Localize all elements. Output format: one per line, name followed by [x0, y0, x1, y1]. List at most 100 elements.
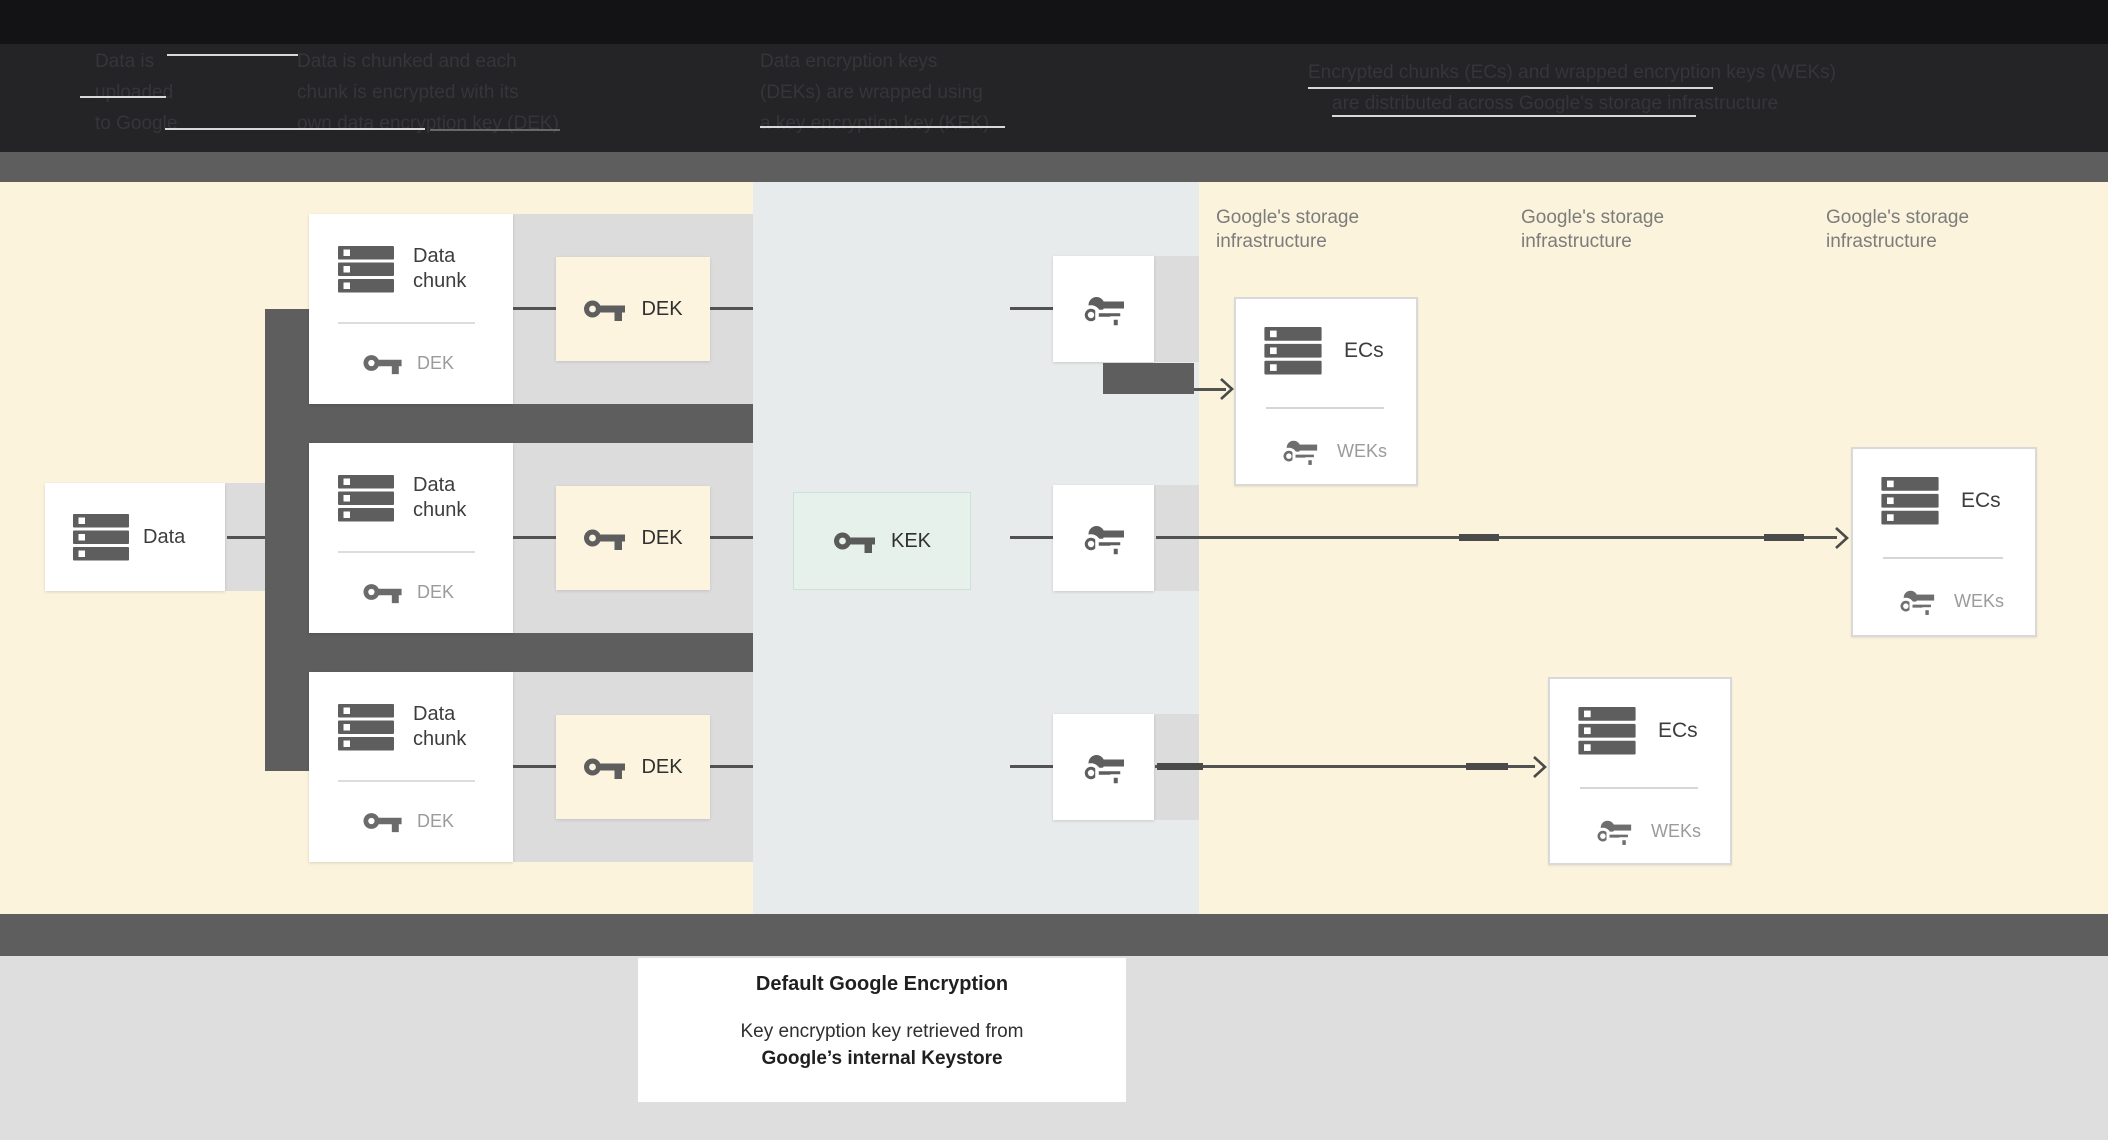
- dek-box-label: DEK: [641, 755, 683, 778]
- header-top-strip: [0, 0, 2108, 44]
- step-caption-3: Data encryption keys (DEKs) are wrapped …: [760, 46, 989, 139]
- fanout-band-1: [265, 404, 753, 443]
- data-box-label: Data: [143, 525, 186, 548]
- step-caption-4: Encrypted chunks (ECs) and wrapped encry…: [1308, 58, 1836, 120]
- chunk-title: Data chunk: [413, 474, 467, 521]
- caption-box: Default Google Encryption Key encryption…: [638, 958, 1126, 1102]
- chunk-title: Data chunk: [413, 245, 467, 292]
- step1-line1: Data is: [95, 51, 155, 72]
- key-icon: [363, 355, 402, 375]
- step2-line2: chunk is encrypted with its: [297, 82, 519, 103]
- key-icon: [584, 300, 626, 321]
- right-arrowhead: [1220, 378, 1234, 400]
- server-stack-icon: [338, 474, 394, 521]
- bottom-divider-bar: [0, 914, 2108, 956]
- step4-line1: Encrypted chunks (ECs) and wrapped encry…: [1308, 62, 1836, 83]
- key-icon: [584, 758, 626, 779]
- step-caption-2: Data is chunked and each chunk is encryp…: [297, 46, 559, 139]
- dek-box-label: DEK: [641, 297, 683, 320]
- right-arrowhead: [1533, 756, 1547, 778]
- underline-artifact: [760, 126, 1005, 128]
- server-stack-icon: [1264, 327, 1322, 375]
- data-box: Data: [45, 483, 225, 591]
- weks-label: WEKs: [1954, 590, 2005, 611]
- wrap1-band: [1154, 256, 1199, 362]
- connector-in-wrap3: [1010, 765, 1054, 768]
- connector-chunk3-dek3: [513, 765, 557, 768]
- data-chunk-box-1: Data chunk DEK: [309, 214, 513, 404]
- storage-label-1: Google's storage infrastructure: [1216, 207, 1360, 252]
- weks-label: WEKs: [1651, 820, 1702, 841]
- ecs-box-1: ECs WEKs: [1234, 297, 1418, 486]
- chunk-title: Data chunk: [413, 703, 467, 750]
- underline-artifact: [80, 96, 166, 98]
- arrow1-line: [1194, 388, 1226, 391]
- key-icon: [584, 529, 626, 550]
- key-icon: [363, 584, 402, 604]
- ecs-box-3: ECs WEKs: [1548, 677, 1732, 865]
- server-stack-icon: [338, 703, 394, 750]
- divider: [338, 322, 475, 324]
- top-divider-bar: [0, 152, 2108, 182]
- underline-artifact: [1308, 87, 1713, 89]
- underline-artifact: [167, 54, 298, 56]
- double-key-icon: [1080, 526, 1124, 558]
- underline-artifact: [165, 128, 425, 130]
- dek-box-3: DEK: [556, 715, 710, 819]
- data-chunk-box-2: Data chunk DEK: [309, 443, 513, 633]
- step2-line1: Data is chunked and each: [297, 51, 517, 72]
- caption-line2: Google’s internal Keystore: [761, 1048, 1003, 1069]
- steps-header: [0, 44, 2108, 152]
- double-key-icon: [1280, 440, 1318, 468]
- wrapped-key-box-1: [1053, 256, 1154, 362]
- connector-dek2-out: [710, 536, 753, 539]
- step4-line2: are distributed across Google's storage …: [1332, 93, 1779, 114]
- double-key-icon: [1897, 590, 1935, 618]
- divider: [1266, 407, 1384, 409]
- storage-label-2: Google's storage infrastructure: [1521, 207, 1665, 252]
- dek-box-1: DEK: [556, 257, 710, 361]
- step2-line3: own data encryption key (DEK): [297, 113, 559, 134]
- double-key-icon: [1080, 755, 1124, 787]
- storage-label-3: Google's storage infrastructure: [1826, 207, 1970, 252]
- underline-artifact: [430, 129, 560, 131]
- underline-artifact: [1332, 115, 1696, 117]
- connector-in-wrap1: [1010, 307, 1054, 310]
- right-arrowhead: [1835, 527, 1849, 549]
- step3-line2: (DEKs) are wrapped using: [760, 82, 983, 103]
- server-stack-icon: [1881, 477, 1939, 525]
- server-stack-icon: [1578, 707, 1636, 755]
- divider: [338, 551, 475, 553]
- kek-box: KEK: [793, 492, 971, 590]
- wrapped-key-box-2: [1053, 485, 1154, 591]
- connector-chunk2-dek2: [513, 536, 557, 539]
- connector-data-to-trunk: [227, 536, 269, 539]
- server-stack-icon: [338, 245, 394, 292]
- connector-dek3-out: [710, 765, 753, 768]
- ecs-title: ECs: [1658, 719, 1698, 742]
- key-icon: [363, 813, 402, 833]
- ecs-title: ECs: [1344, 339, 1384, 362]
- step1-line2: uploaded: [95, 82, 174, 103]
- wrapped-key-box-3: [1053, 714, 1154, 820]
- connector-kek-wrap2: [1010, 536, 1054, 539]
- caption-title: Default Google Encryption: [755, 973, 1009, 995]
- kek-box-label: KEK: [890, 529, 932, 552]
- fanout-band-2: [265, 633, 753, 672]
- data-chunk-box-3: Data chunk DEK: [309, 672, 513, 862]
- ecs-title: ECs: [1961, 489, 2001, 512]
- dek-box-2: DEK: [556, 486, 710, 590]
- step3-line1: Data encryption keys: [760, 51, 938, 72]
- arrow2-segment: [1459, 534, 1499, 541]
- arrow2-segment: [1764, 534, 1804, 541]
- ecs-box-2: ECs WEKs: [1851, 447, 2037, 637]
- fanout-trunk: [265, 309, 309, 771]
- dek-box-label: DEK: [641, 526, 683, 549]
- step-caption-1: Data is uploaded to Google: [95, 46, 177, 139]
- arrow3-line: [1155, 765, 1535, 768]
- server-stack-icon: [73, 513, 129, 560]
- divider: [1580, 787, 1698, 789]
- key-icon: [833, 532, 875, 553]
- arrow1-thick-block: [1103, 363, 1194, 394]
- caption-line1: Key encryption key retrieved from: [740, 1021, 1024, 1042]
